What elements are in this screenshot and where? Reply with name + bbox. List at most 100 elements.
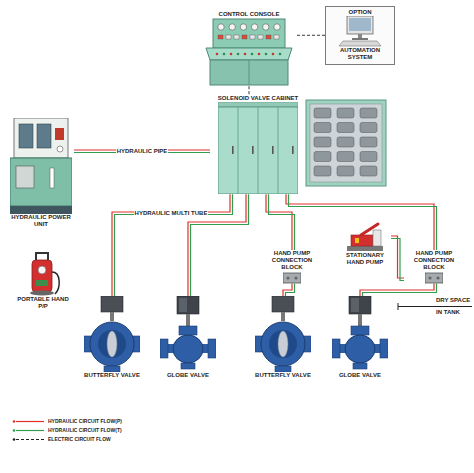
indicator [274, 35, 279, 39]
solenoid-valve [337, 166, 354, 176]
indicator [266, 35, 271, 39]
valve-body [90, 322, 134, 366]
pipe-label: HYDRAULIC PIPE [116, 148, 169, 155]
switch [223, 53, 226, 56]
fitting [294, 276, 297, 279]
component-label: BUTTERFLY VALVE [76, 372, 148, 379]
motor [37, 124, 51, 148]
component-label: STATIONARY HAND PUMP [339, 252, 391, 266]
component-label: AUTOMATION SYSTEM [329, 47, 391, 61]
return-line-path [115, 194, 233, 296]
cabinet-interior-frame [306, 100, 386, 186]
component-picture [255, 296, 311, 372]
carry-handle [36, 253, 48, 260]
solenoid-valve [314, 123, 331, 133]
component-shapes [283, 273, 301, 283]
return-line-path [269, 194, 295, 250]
fitting [436, 276, 439, 279]
hydraulic-line [283, 284, 295, 296]
switch [272, 53, 275, 56]
zone-label: DRY SPACE [436, 297, 470, 304]
fitting [286, 276, 289, 279]
pump-canister [32, 260, 52, 292]
pump-body [351, 235, 373, 246]
component-picture [218, 102, 298, 194]
sight-glass [50, 168, 54, 188]
legend-text: HYDRAULIC CIRCUIT FLOW(P) [48, 418, 122, 424]
valve-body [173, 335, 203, 363]
electric-line [249, 86, 250, 95]
portable-hand-pump: PORTABLE HAND P/P [13, 250, 73, 310]
connection-block: HAND PUMP CONNECTION BLOCK [404, 250, 464, 284]
keyboard [339, 41, 381, 46]
indicator [250, 35, 255, 39]
pump-base [347, 246, 383, 251]
component-illustration [255, 296, 311, 372]
solenoid-cabinet: SOLENOID VALVE CABINET [210, 95, 306, 194]
return-line-path [391, 239, 404, 281]
bonnet [179, 326, 197, 335]
component-picture [10, 118, 72, 214]
gauge [274, 24, 280, 30]
solenoid-valve [360, 166, 377, 176]
hpu-frame [14, 118, 68, 158]
gauge [240, 24, 246, 30]
pressure-line-path [360, 284, 434, 296]
component-picture [160, 296, 216, 372]
valve-body [261, 322, 305, 366]
pressure-line-path [286, 194, 434, 250]
actuator [272, 296, 294, 312]
gauge [57, 146, 63, 152]
component-illustration [345, 222, 385, 252]
gauge [251, 24, 257, 30]
butterfly-valve: BUTTERFLY VALVE [247, 296, 319, 379]
legend-dot [13, 429, 16, 432]
globe-valve: GLOBE VALVE [152, 296, 224, 379]
component-shapes [218, 102, 298, 194]
console-body [210, 60, 288, 85]
solenoid-valve [314, 108, 331, 118]
solenoid-valve [314, 152, 331, 162]
hydraulic-line [360, 284, 437, 296]
cabinet-body [218, 107, 298, 194]
door-line [249, 60, 250, 85]
door-handle [232, 146, 234, 154]
switch [244, 53, 247, 56]
option-panel: OPTIONAUTOMATION SYSTEM [325, 6, 395, 65]
component-shapes [30, 253, 59, 296]
solenoid-valve [360, 137, 377, 147]
solenoid-valve [360, 123, 377, 133]
component-label: CONTROL CONSOLE [203, 11, 295, 18]
zone-label: IN TANK [436, 309, 460, 316]
component-picture [283, 272, 301, 284]
monitor-base [352, 38, 368, 40]
switch [216, 53, 219, 56]
hydraulic-line [266, 194, 295, 250]
legend-line-sample [16, 430, 44, 431]
switch [279, 53, 282, 56]
indicator [234, 35, 239, 39]
component-shapes [425, 273, 443, 283]
boundary-tick [398, 303, 399, 310]
pump-foot [30, 291, 54, 296]
component-label: PORTABLE HAND P/P [13, 296, 73, 310]
pressure-line-path [391, 236, 404, 278]
component-illustration [332, 296, 388, 372]
fitting [428, 276, 431, 279]
legend-dot [13, 420, 16, 423]
legend-line-sample [16, 421, 44, 422]
console-panel [213, 19, 285, 48]
component-label: HAND PUMP CONNECTION BLOCK [262, 250, 322, 272]
solenoid-valve [314, 137, 331, 147]
valve-foot [353, 363, 367, 369]
actuator-face [179, 298, 187, 312]
oil-tank [10, 158, 72, 206]
solenoid-valve [337, 108, 354, 118]
solenoid-valve [314, 166, 331, 176]
bonnet [351, 326, 369, 335]
door-handle [252, 146, 254, 154]
solenoid-valve [337, 123, 354, 133]
monitor-screen [349, 18, 371, 31]
pressure-line-path [283, 284, 292, 296]
